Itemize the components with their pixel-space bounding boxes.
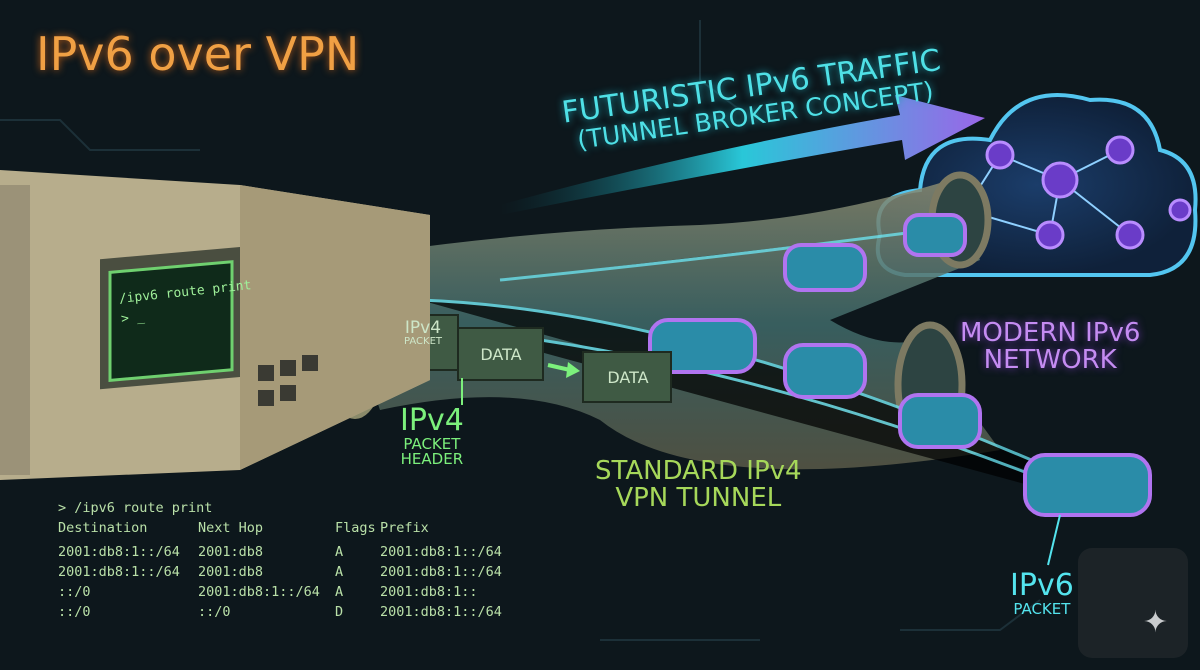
col-prefix: Prefix [380, 520, 429, 536]
ipv4-packet-block: IPv4 PACKET [392, 320, 454, 347]
table-header-row: Destination Next Hop Flags Prefix [58, 518, 502, 538]
ipv6-capsules [648, 213, 1152, 517]
cell-prefix: 2001:db8:1:: [380, 584, 478, 600]
col-destination: Destination [58, 520, 148, 536]
table-row: ::/0::/0 D 2001:db8:1::/64 [58, 602, 502, 622]
data-block-1: DATA [480, 345, 522, 364]
cloud-label: MODERN IPv6 NETWORK [960, 318, 1141, 376]
table-row: 2001:db8:1::/64 2001:db8 A 2001:db8:1::/64 [58, 542, 502, 562]
ipv4-callout-line3: HEADER [400, 450, 464, 469]
ipv4-header-callout: IPv4 PACKET HEADER [400, 405, 464, 468]
cell-destination: 2001:db8:1::/64 [58, 564, 180, 580]
cloud-label-line1: MODERN IPv6 [960, 318, 1141, 348]
sparkle-badge: ✦ [1078, 548, 1188, 658]
cell-flags: A [335, 544, 344, 560]
col-flags: Flags [335, 520, 376, 536]
cell-next-hop: 2001:db8:1::/64 [198, 584, 320, 600]
cell-prefix: 2001:db8:1::/64 [380, 564, 502, 580]
cell-next-hop: 2001:db8 [198, 544, 264, 560]
terminal-command: > /ipv6 route print [58, 500, 213, 516]
packet-block-title: IPv4 [404, 318, 442, 338]
table-row: ::/0 2001:db8:1::/64 A 2001:db8:1:: [58, 582, 502, 602]
route-table-terminal: > /ipv6 route print Destination Next Hop… [58, 498, 502, 622]
ipv4-callout-line2: PACKET [403, 434, 461, 453]
sparkle-icon: ✦ [1142, 605, 1168, 640]
tunnel-label-line1: STANDARD IPv4 [595, 456, 802, 486]
cell-destination: 2001:db8:1::/64 [58, 544, 180, 560]
col-next-hop: Next Hop [198, 520, 264, 536]
tunnel-label-line2: VPN TUNNEL [615, 483, 782, 514]
cell-destination: ::/0 [58, 604, 91, 620]
cell-prefix: 2001:db8:1::/64 [380, 544, 502, 560]
server-rack [0, 170, 430, 480]
cell-next-hop: 2001:db8 [198, 564, 264, 580]
cell-flags: A [335, 564, 344, 580]
ipv6-callout-title: IPv6 [1010, 568, 1074, 603]
cell-flags: A [335, 584, 344, 600]
cell-flags: D [335, 604, 344, 620]
packet-block-sub: PACKET [403, 336, 443, 347]
table-row: 2001:db8:1::/64 2001:db8 A 2001:db8:1::/64 [58, 562, 502, 582]
data-block-2: DATA [607, 368, 649, 387]
cell-prefix: 2001:db8:1::/64 [380, 604, 502, 620]
cell-next-hop: ::/0 [198, 604, 231, 620]
ipv4-callout-title: IPv4 [400, 403, 464, 438]
cloud-label-line2: NETWORK [983, 345, 1117, 376]
ipv6-packet-callout: IPv6 PACKET [1010, 570, 1074, 617]
tunnel-label: STANDARD IPv4 VPN TUNNEL [595, 456, 802, 514]
traffic-arrow [500, 95, 985, 215]
ipv6-callout-line2: PACKET [1013, 599, 1071, 618]
cell-destination: ::/0 [58, 584, 91, 600]
page-title: IPv6 over VPN [36, 27, 360, 81]
